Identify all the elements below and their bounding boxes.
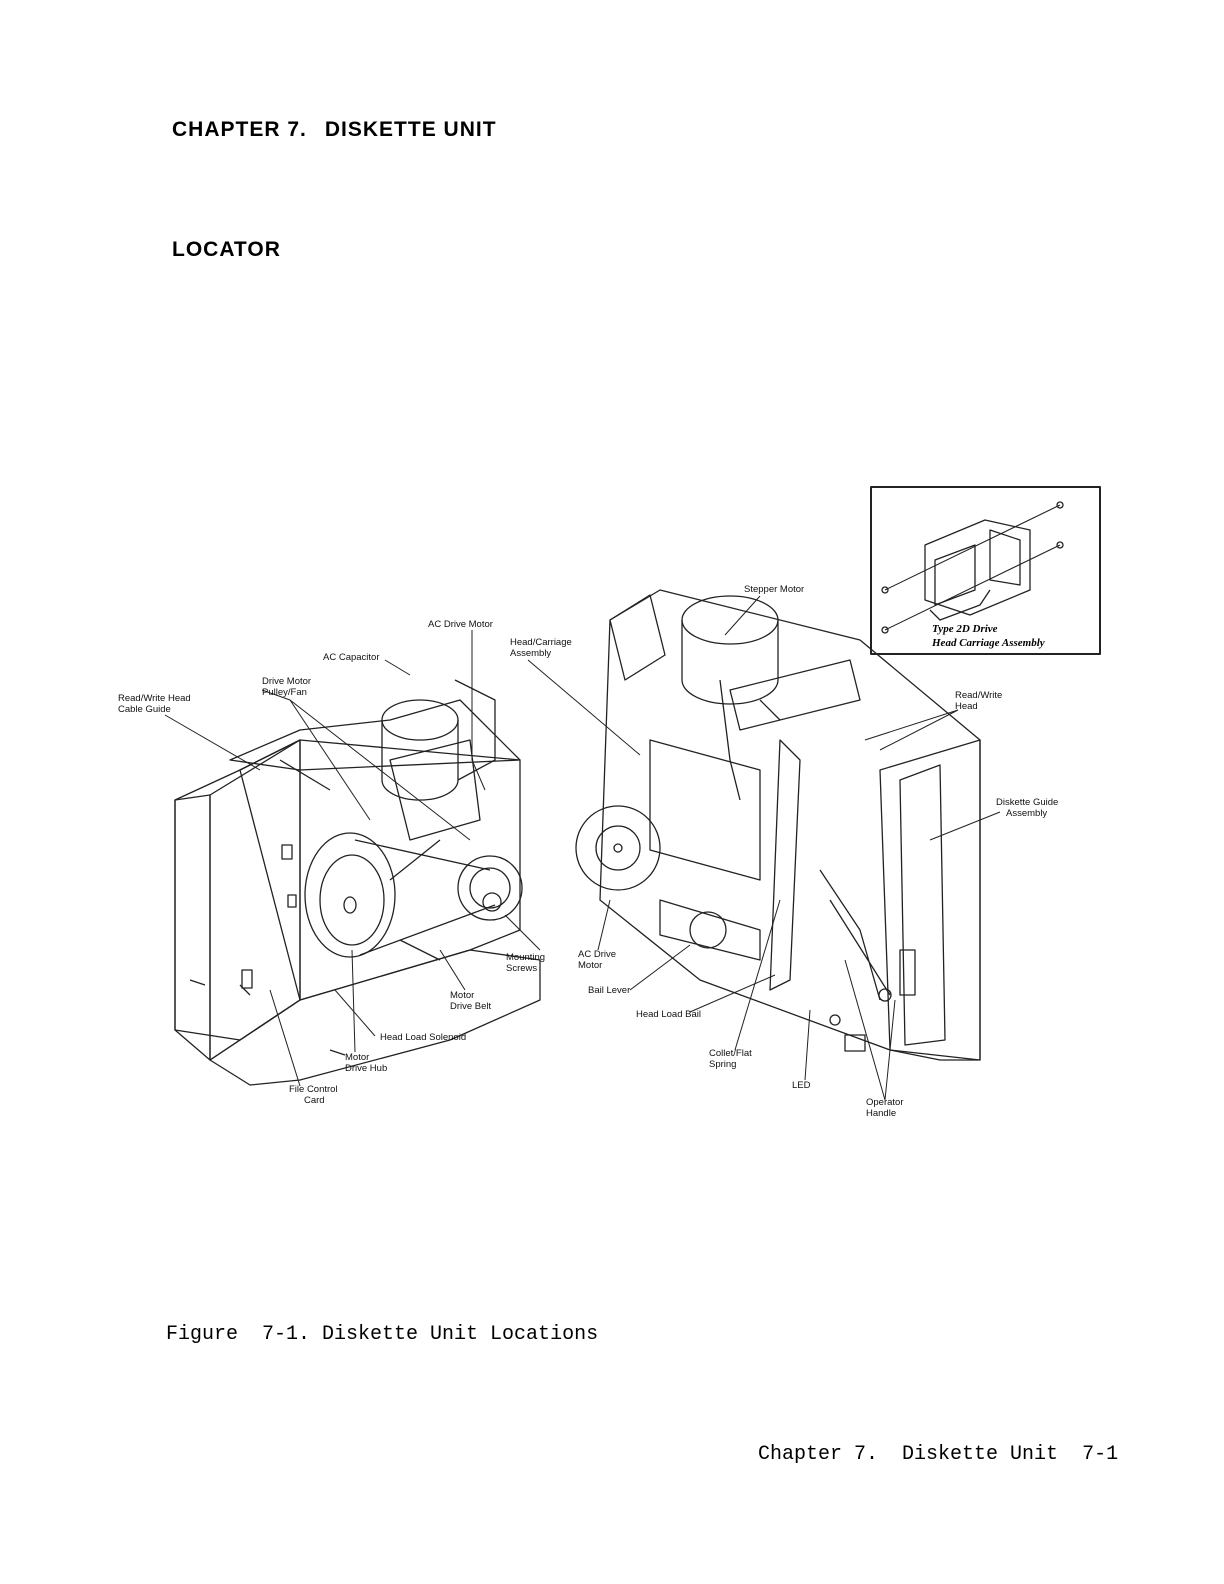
- label-diskette-guide-1: Diskette Guide: [996, 797, 1058, 808]
- head-carriage-inset-shape: [924, 519, 1031, 616]
- label-head-carriage-2: Assembly: [510, 648, 551, 659]
- label-drive-motor-pulley-2: Pulley/Fan: [262, 687, 307, 698]
- page-number: 7-1: [1082, 1443, 1119, 1466]
- footer-title: Diskette Unit: [902, 1443, 1059, 1466]
- label-head-carriage-1: Head/Carriage: [510, 637, 572, 648]
- label-file-control-card-2: Card: [304, 1095, 325, 1106]
- label-head-load-solenoid: Head Load Solenoid: [380, 1032, 466, 1043]
- label-file-control-card-1: File Control: [289, 1084, 338, 1095]
- inset-caption-line2: Head Carriage Assembly: [931, 637, 1045, 649]
- label-ac-drive-motor-right-2: Motor: [578, 960, 602, 971]
- right-drive-drawing: [575, 589, 981, 1061]
- bail-lever-shape: [769, 739, 801, 991]
- section-heading: LOCATOR: [172, 238, 281, 261]
- label-ac-drive-motor: AC Drive Motor: [428, 619, 493, 630]
- label-led: LED: [792, 1080, 811, 1091]
- right-drive-gear-shape: [575, 805, 661, 891]
- label-rw-cable-guide-1: Read/Write Head: [118, 693, 191, 704]
- label-operator-handle-1: Operator: [866, 1097, 904, 1108]
- motor-drive-hub-shape: [304, 832, 396, 958]
- label-mounting-screws-1: Mounting: [506, 952, 545, 963]
- diskette-guide-shape: [879, 739, 981, 1061]
- stepper-motor-shape: [681, 595, 779, 645]
- label-rw-cable-guide-2: Cable Guide: [118, 704, 171, 715]
- page-footer: Chapter 7. Diskette Unit 7-1: [758, 1443, 1118, 1466]
- inset-panel: [870, 486, 1101, 655]
- label-motor-drive-belt-2: Drive Belt: [450, 1001, 492, 1012]
- figure-caption: Figure 7-1. Diskette Unit Locations: [166, 1323, 598, 1346]
- label-ac-drive-motor-right-1: AC Drive: [578, 949, 616, 960]
- left-front-frame: [174, 739, 301, 1041]
- label-operator-handle-2: Handle: [866, 1108, 896, 1119]
- label-rw-head-2: Head: [955, 701, 978, 712]
- motor-drive-belt-shape: [354, 839, 496, 956]
- ac-drive-motor-shape: [381, 699, 459, 741]
- label-mounting-screws-2: Screws: [506, 963, 537, 974]
- label-motor-drive-hub-1: Motor: [345, 1052, 369, 1063]
- leader-lines: [164, 595, 1001, 1101]
- label-ac-capacitor: AC Capacitor: [323, 652, 380, 663]
- label-stepper-motor: Stepper Motor: [744, 584, 804, 595]
- label-collet-spring-1: Collet/Flat: [709, 1048, 752, 1059]
- inset-caption-line1: Type 2D Drive: [932, 623, 998, 635]
- left-drive-drawing: [174, 679, 541, 1086]
- label-rw-head-1: Read/Write: [955, 690, 1002, 701]
- figure-caption-label: Figure: [166, 1323, 239, 1346]
- chapter-number: CHAPTER 7.: [172, 118, 307, 141]
- footer-chapter-label: Chapter 7.: [758, 1443, 879, 1466]
- label-collet-spring-2: Spring: [709, 1059, 736, 1070]
- chapter-title: DISKETTE UNIT: [324, 118, 497, 141]
- label-diskette-guide-2: Assembly: [1006, 808, 1047, 819]
- chapter-heading: CHAPTER 7. DISKETTE UNIT: [172, 118, 497, 142]
- label-head-load-bail: Head Load Bail: [636, 1009, 701, 1020]
- right-chassis: [599, 589, 981, 1061]
- label-motor-drive-belt-1: Motor: [450, 990, 474, 1001]
- figure-caption-text: 7-1. Diskette Unit Locations: [262, 1323, 599, 1346]
- label-motor-drive-hub-2: Drive Hub: [345, 1063, 387, 1074]
- drive-motor-pulley-shape: [457, 855, 523, 921]
- label-drive-motor-pulley-1: Drive Motor: [262, 676, 311, 687]
- label-bail-lever: Bail Lever: [588, 985, 630, 996]
